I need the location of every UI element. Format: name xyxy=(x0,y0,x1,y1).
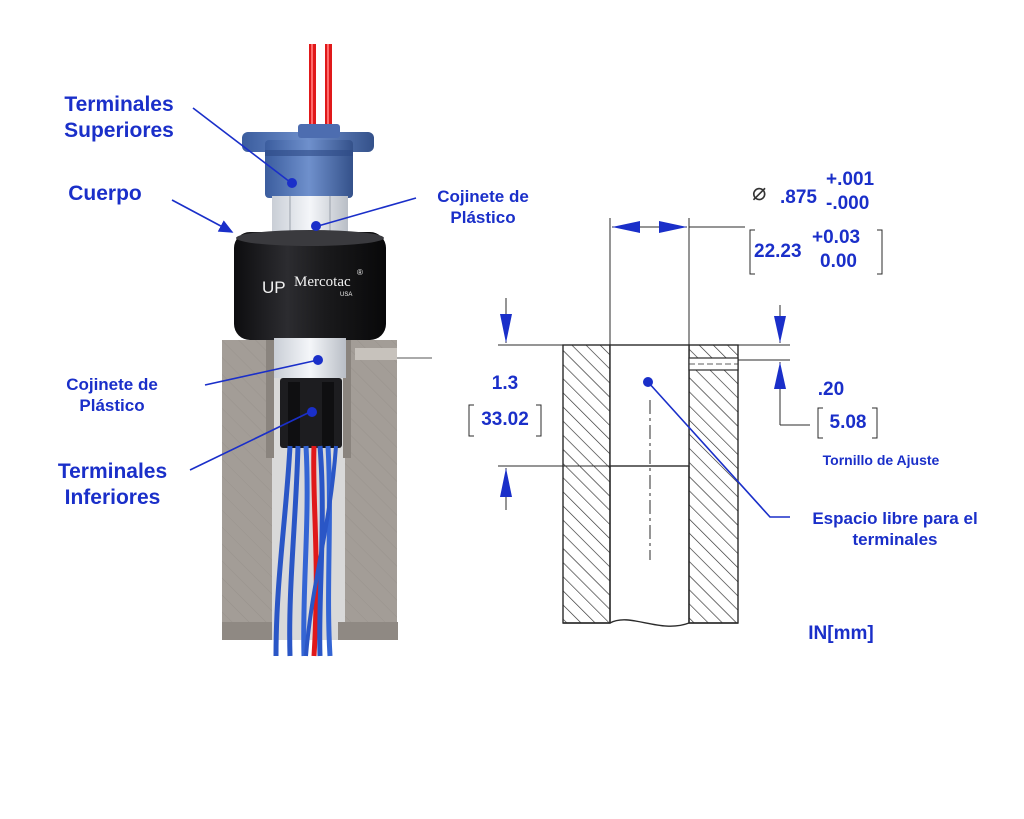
dim-screw-offset-in: .20 xyxy=(817,379,845,400)
diameter-symbol: ⌀ xyxy=(752,179,767,206)
label-set-screw: Tornillo de Ajuste xyxy=(822,452,940,468)
dim-screw-offset-mm: 5.08 xyxy=(829,412,867,433)
label-top-terminals: Terminales Superiores xyxy=(64,93,174,143)
logo-mark: UP xyxy=(262,278,286,297)
label-plastic-bearing-lower: Cojinete de Plástico xyxy=(66,375,158,416)
label-clearance: Espacio libre para el terminales xyxy=(812,509,978,550)
bore-drawing xyxy=(468,218,883,627)
dim-depth-in: 1.3 xyxy=(491,373,519,394)
wall-right-section xyxy=(688,344,739,624)
upper-plastic-sleeve xyxy=(272,196,348,236)
label-units: IN[mm] xyxy=(808,623,874,644)
logo-registered: ® xyxy=(357,268,363,277)
wall-left-section xyxy=(562,344,611,624)
label-bottom-terminals: Terminales Inferiores xyxy=(57,460,168,510)
set-screw-hole xyxy=(355,348,397,360)
label-body: Cuerpo xyxy=(68,182,142,205)
top-terminal-cap xyxy=(242,124,374,198)
dim-depth-mm: 33.02 xyxy=(481,409,529,430)
left-leader-dots xyxy=(287,178,323,417)
product-illustration xyxy=(222,44,432,657)
bottom-wires xyxy=(273,445,338,657)
slip-ring-body xyxy=(234,230,386,340)
product-logo: UP Mercotac ® USA xyxy=(262,268,372,304)
label-plastic-bearing-upper: Cojinete de Plástico xyxy=(437,187,529,228)
left-leaders xyxy=(171,107,417,471)
logo-brand: Mercotac xyxy=(294,274,351,290)
lower-plastic-sleeve xyxy=(274,338,346,378)
logo-sub: USA xyxy=(340,292,353,298)
